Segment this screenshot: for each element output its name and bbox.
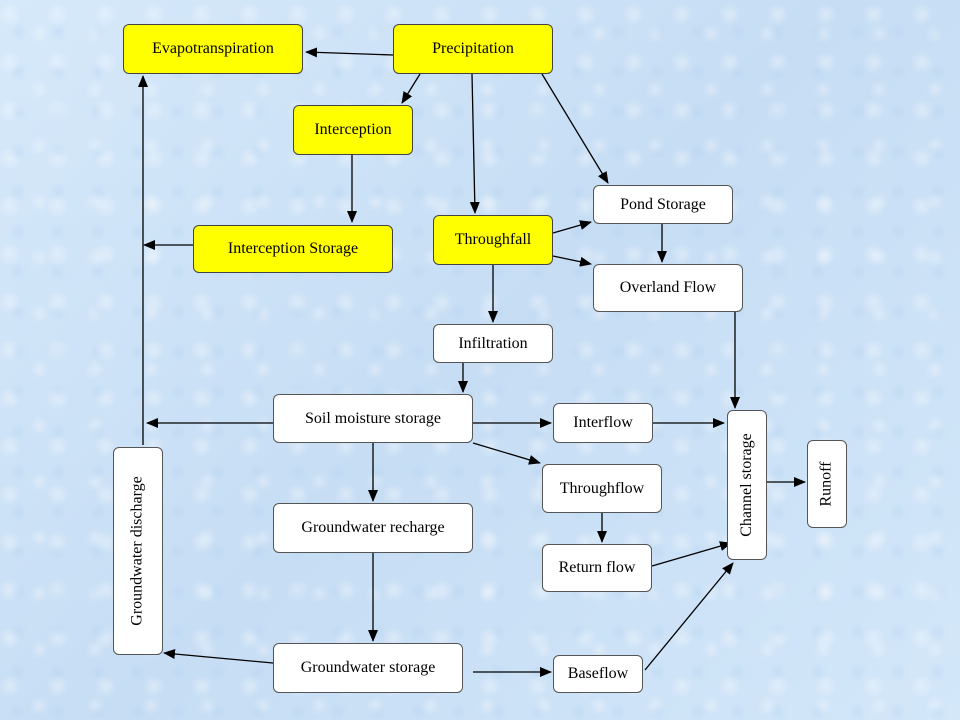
precipitation-box: Precipitation (393, 24, 553, 74)
arrow-return-channel (651, 541, 732, 567)
pond-storage-box: Pond Storage (593, 185, 733, 224)
runoff-box: Runoff (807, 440, 847, 528)
interception-box: Interception (293, 105, 413, 155)
groundwater-discharge-label: Groundwater discharge (129, 476, 146, 626)
arrow-gwstorage-gwdischarge (163, 649, 274, 664)
infiltration-box: Infiltration (433, 324, 553, 363)
throughfall-box: Throughfall (433, 215, 553, 265)
baseflow-box: Baseflow (553, 655, 643, 693)
arrow-throughfall-overland (552, 255, 592, 267)
arrow-precip-interception (401, 73, 421, 104)
evapotranspiration-box: Evapotranspiration (123, 24, 303, 74)
arrow-throughfall-pond (552, 220, 592, 234)
interflow-box: Interflow (553, 403, 653, 443)
runoff-label: Runoff (818, 461, 836, 507)
groundwater-storage-box: Groundwater storage (273, 643, 463, 693)
groundwater-recharge-box: Groundwater recharge (273, 503, 473, 553)
arrow-baseflow-channel (644, 562, 734, 671)
throughflow-box: Throughflow (542, 464, 662, 513)
soil-moisture-storage-box: Soil moisture storage (273, 394, 473, 443)
arrow-precip-throughfall (469, 73, 480, 214)
arrow-precip-evapo (305, 47, 394, 58)
return-flow-box: Return flow (542, 544, 652, 592)
channel-storage-label: Channel storage (738, 433, 755, 537)
interception-storage-box: Interception Storage (193, 225, 393, 273)
channel-storage-box: Channel storage (727, 410, 767, 560)
arrow-precip-pond (541, 73, 609, 184)
arrow-soil-throughflow (472, 442, 541, 465)
groundwater-discharge-box: Groundwater discharge (113, 447, 163, 655)
overland-flow-box: Overland Flow (593, 264, 743, 312)
